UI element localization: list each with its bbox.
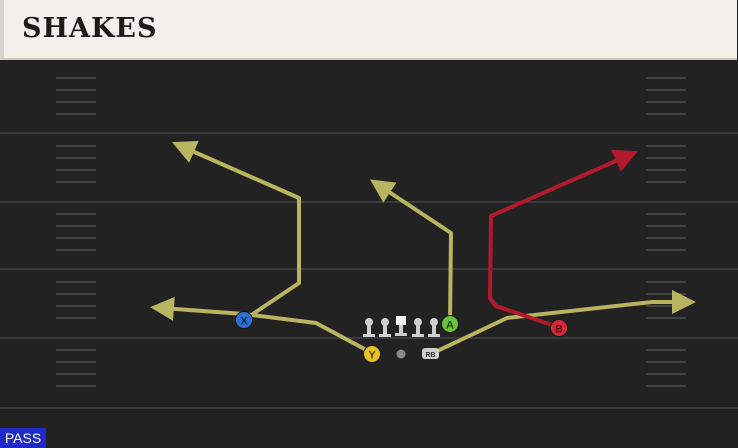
route-b-corner [488, 149, 638, 329]
yard-lines [0, 132, 738, 409]
play-field: RB X Y A B [0, 62, 738, 448]
offensive-line [363, 316, 440, 337]
play-title: SHAKES [22, 13, 158, 44]
lineman-lg [379, 318, 391, 337]
y-button-icon[interactable]: Y [363, 345, 381, 363]
lineman-lt [363, 318, 375, 337]
b-button-label: B [555, 324, 563, 336]
y-button-label: Y [368, 350, 376, 362]
a-button-label: A [446, 320, 454, 332]
play-header: SHAKES [0, 0, 737, 60]
lineman-rg [412, 318, 424, 337]
play-type-badge: PASS [0, 428, 46, 448]
x-button-label: X [240, 316, 248, 328]
b-button-icon[interactable]: B [550, 319, 568, 337]
lineman-rt [428, 318, 440, 337]
quarterback-marker [396, 349, 406, 359]
rb-label: RB [425, 352, 435, 359]
route-x-corner [172, 140, 301, 322]
route-a-seam [369, 179, 453, 325]
hash-marks-left [56, 77, 96, 387]
field-surface [0, 62, 738, 448]
route-y-flat [150, 296, 373, 355]
a-button-icon[interactable]: A [441, 315, 459, 333]
x-button-icon[interactable]: X [235, 311, 253, 329]
running-back-marker: RB [422, 348, 439, 359]
center [395, 316, 407, 336]
route-rb-swing [430, 290, 696, 356]
